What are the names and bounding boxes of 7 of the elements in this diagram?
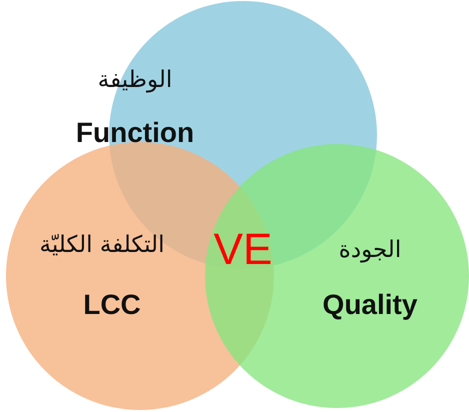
arabic-label: الوظيفة <box>98 67 172 93</box>
circle-label: LCC <box>83 289 141 321</box>
arabic-label: الجودة <box>338 237 402 263</box>
center-label: VE <box>214 225 272 275</box>
circle-label: Function <box>76 117 194 149</box>
circle-label: Quality <box>322 289 418 321</box>
arabic-label: التكلفة الكليّة <box>40 232 164 258</box>
